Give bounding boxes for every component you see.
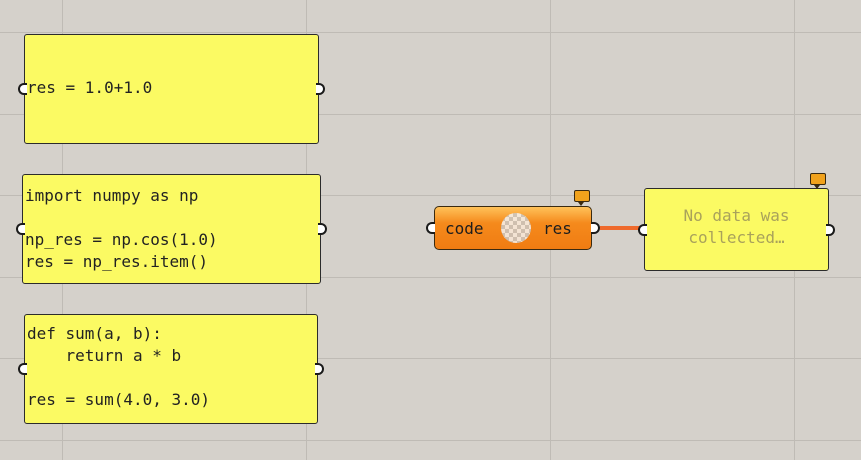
- no-data-message: No data was collected…: [683, 206, 790, 247]
- panel-output-grip[interactable]: [318, 223, 327, 235]
- code-panel-1[interactable]: res = 1.0+1.0: [18, 34, 325, 144]
- panel-input-grip[interactable]: [16, 223, 25, 235]
- gridline: [0, 358, 861, 359]
- panel-input-grip[interactable]: [18, 363, 27, 375]
- res-output-grip[interactable]: [591, 222, 600, 234]
- panel-code-text[interactable]: res = 1.0+1.0: [27, 78, 153, 97]
- gridline: [0, 114, 861, 115]
- panel-output-grip[interactable]: [315, 363, 324, 375]
- panel-code-text[interactable]: import numpy as np np_res = np.cos(1.0) …: [25, 186, 218, 271]
- output-panel-output-grip[interactable]: [826, 223, 835, 236]
- output-panel-input-grip[interactable]: [638, 223, 647, 236]
- component-icon: [501, 213, 531, 243]
- gridline: [0, 32, 861, 33]
- panel-output-grip[interactable]: [316, 83, 325, 95]
- code-panel-2[interactable]: import numpy as np np_res = np.cos(1.0) …: [16, 174, 327, 284]
- message-flag-icon[interactable]: [810, 173, 826, 189]
- python-script-component[interactable]: code res: [426, 206, 600, 250]
- code-panel-3[interactable]: def sum(a, b): return a * b res = sum(4.…: [18, 314, 324, 424]
- output-panel[interactable]: No data was collected…: [638, 188, 835, 271]
- gridline: [0, 440, 861, 441]
- message-flag-icon[interactable]: [574, 190, 590, 206]
- panel-code-text[interactable]: def sum(a, b): return a * b res = sum(4.…: [27, 324, 211, 409]
- gridline: [0, 277, 861, 278]
- res-output-label: res: [543, 219, 572, 238]
- panel-input-grip[interactable]: [18, 83, 27, 95]
- code-input-grip[interactable]: [426, 222, 435, 234]
- gridline: [0, 195, 861, 196]
- connection-wire[interactable]: [600, 226, 640, 230]
- code-input-label: code: [445, 219, 484, 238]
